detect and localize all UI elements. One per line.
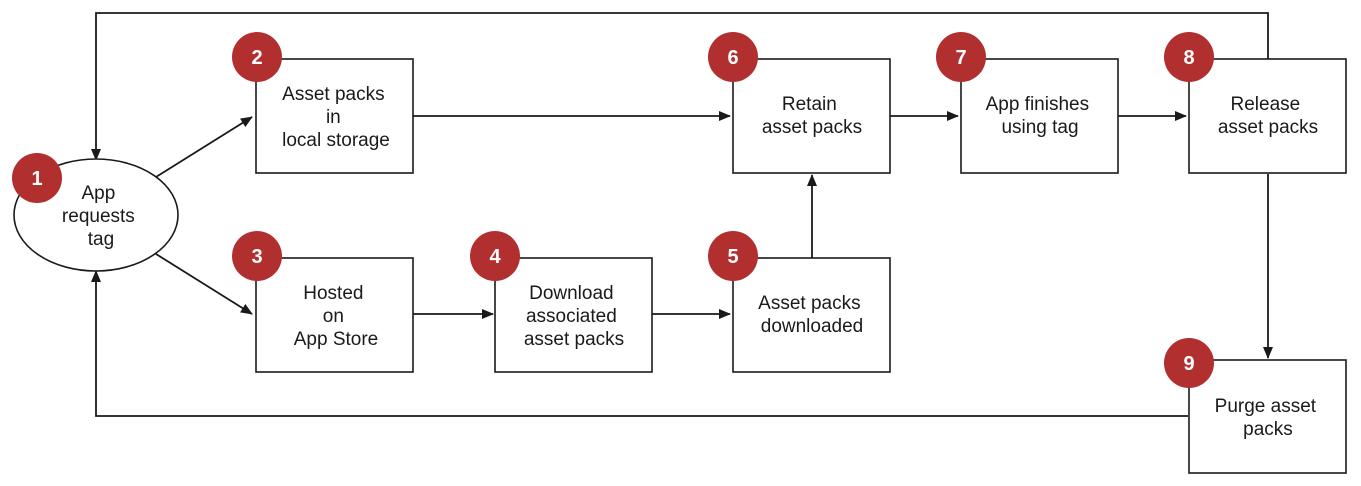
node-download-associated-asset-packs: Download associated asset packs 4 xyxy=(470,231,653,373)
node-label: Purge asset packs xyxy=(1215,396,1322,440)
badge-number: 5 xyxy=(727,246,738,268)
node-app-requests-tag: App requests tag 1 xyxy=(12,153,179,272)
node-shape xyxy=(255,257,414,373)
step-badge: 9 xyxy=(1164,338,1214,388)
node-label-line: packs xyxy=(1243,419,1293,440)
node-label-line: local storage xyxy=(282,130,390,151)
node-label-line: in xyxy=(326,107,341,128)
node-label-line: asset packs xyxy=(1218,117,1318,138)
badge-circle xyxy=(708,32,758,82)
node-label-line: on xyxy=(323,306,344,327)
node-label-line: associated xyxy=(526,306,617,327)
node-label-line: App xyxy=(81,183,115,204)
node-label-line: tag xyxy=(88,229,114,250)
node-label-line: Purge asset xyxy=(1215,396,1317,417)
step-badge: 2 xyxy=(232,32,282,82)
badge-circle xyxy=(936,32,986,82)
badge-number: 7 xyxy=(955,47,966,69)
step-badge: 6 xyxy=(708,32,758,82)
node-label-line: downloaded xyxy=(761,316,863,337)
node-label-line: requests xyxy=(62,206,135,227)
node-label-line: Download xyxy=(529,283,614,304)
badge-number: 9 xyxy=(1183,353,1194,375)
node-asset-packs-downloaded: Asset packs downloaded 5 xyxy=(708,231,891,373)
node-label-line: App Store xyxy=(294,329,379,350)
badge-circle xyxy=(232,231,282,281)
node-label-line: Asset packs xyxy=(758,293,860,314)
node-label-line: asset packs xyxy=(762,117,862,138)
badge-circle xyxy=(1164,338,1214,388)
badge-number: 3 xyxy=(251,246,262,268)
badge-circle xyxy=(1164,32,1214,82)
node-shape xyxy=(494,257,653,373)
step-badge: 5 xyxy=(708,231,758,281)
edge-n9-n1 xyxy=(91,270,1188,417)
step-badge: 8 xyxy=(1164,32,1214,82)
node-shape xyxy=(1188,58,1347,174)
edge-n8-n1 xyxy=(91,12,1269,161)
node-label-line: Asset packs xyxy=(282,84,384,105)
node-shape xyxy=(732,257,891,373)
node-label: Hosted on App Store xyxy=(294,283,379,350)
step-badge: 7 xyxy=(936,32,986,82)
badge-number: 6 xyxy=(727,47,738,69)
node-label: Asset packs downloaded xyxy=(758,293,866,337)
node-release-asset-packs: Release asset packs 8 xyxy=(1164,32,1347,174)
node-label: Download associated asset packs xyxy=(524,283,624,350)
node-label-line: using tag xyxy=(1001,117,1078,138)
node-label: Release asset packs xyxy=(1218,94,1318,138)
node-label-line: App finishes xyxy=(986,94,1090,115)
node-hosted-on-app-store: Hosted on App Store 3 xyxy=(232,231,414,373)
edge-n1-n2 xyxy=(155,116,253,178)
badge-circle xyxy=(232,32,282,82)
step-badge: 3 xyxy=(232,231,282,281)
node-shape xyxy=(1188,359,1347,474)
node-label-line: Release xyxy=(1231,94,1301,115)
node-shape xyxy=(960,58,1119,174)
node-asset-packs-local-storage: Asset packs in local storage 2 xyxy=(232,32,414,174)
edge-n1-n3 xyxy=(155,253,253,315)
node-app-finishes-using-tag: App finishes using tag 7 xyxy=(936,32,1119,174)
badge-circle xyxy=(708,231,758,281)
edges xyxy=(91,12,1273,417)
badge-number: 2 xyxy=(251,47,262,69)
node-label-line: Hosted xyxy=(303,283,363,304)
node-label: Retain asset packs xyxy=(762,94,862,138)
badge-number: 4 xyxy=(489,246,501,268)
badge-number: 8 xyxy=(1183,47,1194,69)
step-badge: 4 xyxy=(470,231,520,281)
node-label-line: Retain xyxy=(782,94,837,115)
node-shape xyxy=(732,58,891,174)
badge-circle xyxy=(12,153,62,203)
node-purge-asset-packs: Purge asset packs 9 xyxy=(1164,338,1347,474)
badge-circle xyxy=(470,231,520,281)
node-shape xyxy=(255,58,414,174)
node-retain-asset-packs: Retain asset packs 6 xyxy=(708,32,891,174)
step-badge: 1 xyxy=(12,153,62,203)
node-label: App requests tag xyxy=(62,183,140,250)
badge-number: 1 xyxy=(31,168,42,190)
node-label: App finishes using tag xyxy=(986,94,1095,138)
node-label: Asset packs in local storage xyxy=(282,84,390,151)
node-label-line: asset packs xyxy=(524,329,624,350)
